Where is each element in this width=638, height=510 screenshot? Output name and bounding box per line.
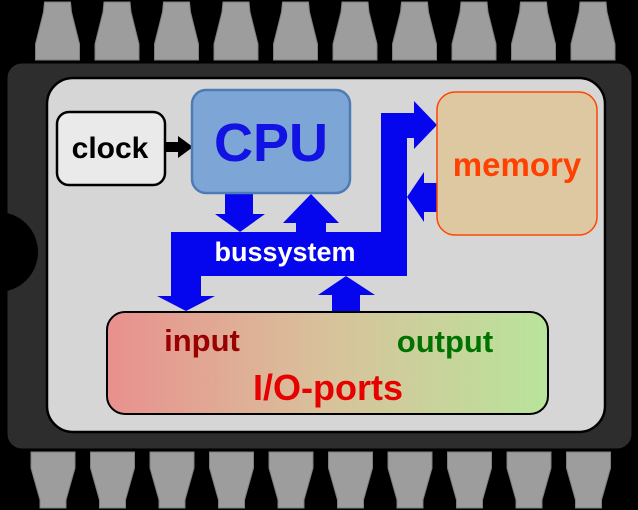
arrow-io-to-bus-icon — [318, 276, 375, 312]
bus-system — [157, 101, 437, 312]
bussystem-label: bussystem — [214, 237, 355, 267]
arrow-clock-to-cpu-icon — [164, 136, 193, 158]
arrow-bus-to-memory-icon — [405, 101, 437, 149]
bus-bar-vertical — [381, 113, 407, 232]
cpu-box — [190, 88, 352, 195]
clock-node: clock — [55, 110, 167, 187]
clock-label: clock — [72, 132, 149, 165]
input-label: input — [164, 323, 240, 358]
memory-label: memory — [453, 146, 582, 183]
pin1-notch — [0, 212, 38, 292]
io-ports-label: I/O-ports — [253, 367, 403, 408]
io-ports-box — [106, 311, 549, 415]
memory-box — [436, 91, 598, 236]
cpu-label: CPU — [214, 113, 328, 173]
bus-bar-horizontal — [171, 232, 407, 276]
arrow-memory-to-bus-icon — [407, 172, 437, 222]
cpu-node: CPU — [190, 88, 352, 195]
io-ports-node: input output I/O-ports — [106, 311, 549, 415]
output-label: output — [397, 324, 493, 359]
memory-node: memory — [436, 91, 598, 236]
arrow-bus-to-cpu-icon — [283, 194, 339, 233]
arrow-bus-to-io-icon — [157, 274, 215, 311]
arrow-cpu-to-bus-icon — [215, 192, 265, 232]
